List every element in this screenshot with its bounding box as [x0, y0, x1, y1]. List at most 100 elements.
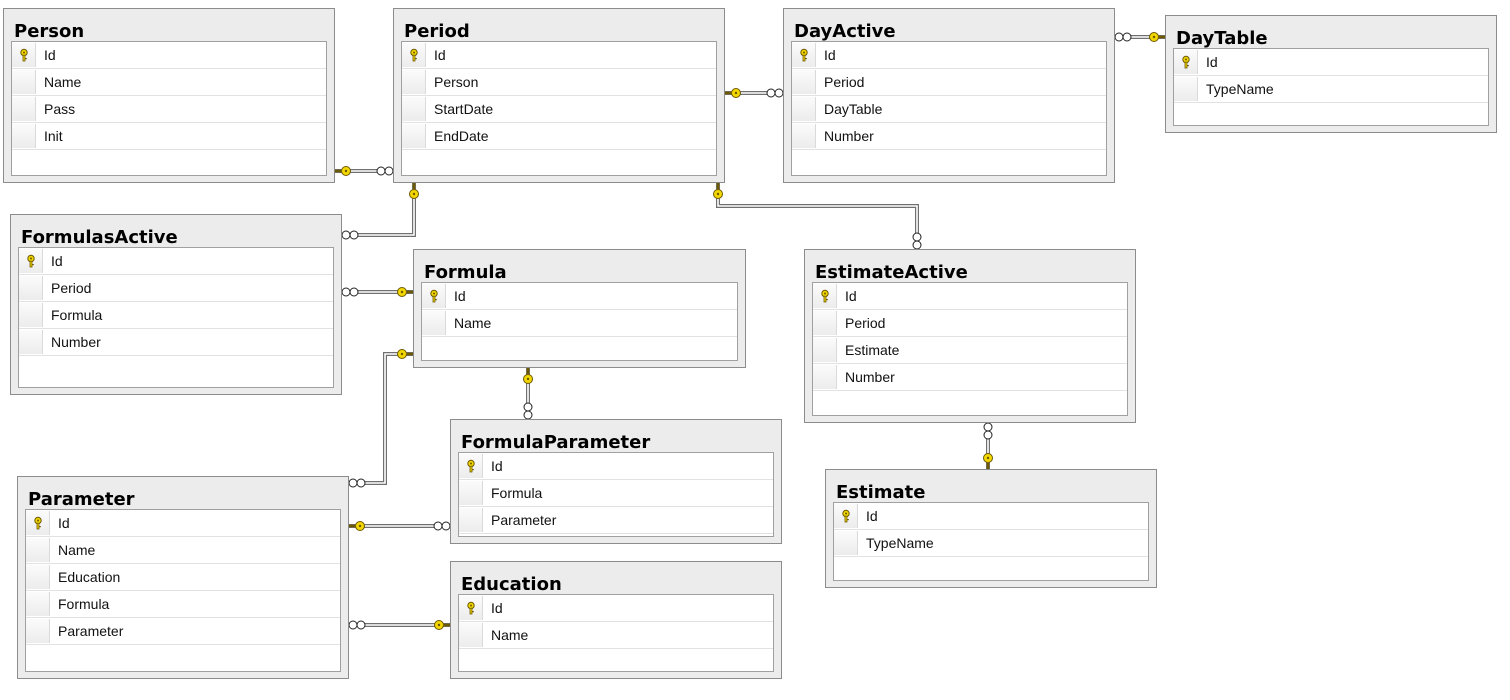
- column-row[interactable]: Name: [422, 310, 737, 337]
- row-selector[interactable]: [459, 623, 483, 647]
- column-row[interactable]: Period: [19, 275, 333, 302]
- row-selector[interactable]: [26, 511, 50, 535]
- column-name: Id: [1206, 54, 1218, 70]
- column-row[interactable]: Id: [834, 503, 1148, 530]
- many-end-infinity-icon: [912, 232, 922, 250]
- column-name: Formula: [491, 485, 543, 501]
- row-selector[interactable]: [792, 43, 816, 67]
- column-name: Formula: [51, 307, 103, 323]
- column-row[interactable]: Id: [459, 595, 773, 622]
- column-row[interactable]: TypeName: [1174, 76, 1488, 103]
- row-selector[interactable]: [402, 43, 426, 67]
- row-selector[interactable]: [792, 97, 816, 121]
- row-selector[interactable]: [19, 249, 43, 273]
- row-selector[interactable]: [422, 311, 446, 335]
- row-selector[interactable]: [26, 619, 50, 643]
- column-name: Number: [51, 334, 101, 350]
- column-row[interactable]: Formula: [26, 591, 340, 618]
- one-end-key-icon: [349, 521, 365, 531]
- column-row[interactable]: Id: [19, 248, 333, 275]
- column-row[interactable]: EndDate: [402, 123, 716, 150]
- row-selector[interactable]: [402, 124, 426, 148]
- column-name: Estimate: [845, 342, 900, 358]
- column-row[interactable]: Id: [422, 283, 737, 310]
- column-row[interactable]: Id: [792, 42, 1106, 69]
- column-name: Id: [434, 47, 446, 63]
- column-row[interactable]: DayTable: [792, 96, 1106, 123]
- column-row[interactable]: Id: [813, 283, 1127, 310]
- one-end-key-icon: [409, 183, 419, 199]
- column-row[interactable]: Id: [459, 453, 773, 480]
- column-row[interactable]: Name: [26, 537, 340, 564]
- column-row[interactable]: Init: [12, 123, 326, 150]
- column-row[interactable]: Period: [813, 310, 1127, 337]
- row-selector[interactable]: [1174, 50, 1198, 74]
- column-row[interactable]: Parameter: [459, 507, 773, 534]
- row-selector[interactable]: [12, 97, 36, 121]
- column-row[interactable]: Id: [402, 42, 716, 69]
- row-selector[interactable]: [834, 531, 858, 555]
- row-selector[interactable]: [459, 508, 483, 532]
- column-row[interactable]: Person: [402, 69, 716, 96]
- row-selector[interactable]: [19, 276, 43, 300]
- row-selector[interactable]: [792, 124, 816, 148]
- row-selector[interactable]: [792, 70, 816, 94]
- row-selector[interactable]: [813, 365, 837, 389]
- column-row[interactable]: Id: [12, 42, 326, 69]
- row-selector[interactable]: [459, 481, 483, 505]
- column-row[interactable]: StartDate: [402, 96, 716, 123]
- column-row[interactable]: Number: [813, 364, 1127, 391]
- column-row[interactable]: Name: [12, 69, 326, 96]
- column-row[interactable]: Id: [26, 510, 340, 537]
- relationship-formulaparameter-formula: [523, 368, 533, 420]
- table-title: EstimateActive: [815, 262, 968, 283]
- row-selector[interactable]: [26, 565, 50, 589]
- row-selector[interactable]: [19, 330, 43, 354]
- row-selector[interactable]: [834, 504, 858, 528]
- row-selector[interactable]: [12, 43, 36, 67]
- row-selector[interactable]: [26, 592, 50, 616]
- column-name: Id: [824, 47, 836, 63]
- column-row[interactable]: Parameter: [26, 618, 340, 645]
- relationship-formulaparameter-parameter: [349, 521, 451, 531]
- row-selector[interactable]: [459, 596, 483, 620]
- row-selector[interactable]: [422, 284, 446, 308]
- column-row[interactable]: Formula: [459, 480, 773, 507]
- row-selector[interactable]: [813, 311, 837, 335]
- row-selector[interactable]: [813, 284, 837, 308]
- row-selector[interactable]: [19, 303, 43, 327]
- row-selector[interactable]: [459, 454, 483, 478]
- column-name: Person: [434, 74, 479, 90]
- row-selector[interactable]: [12, 124, 36, 148]
- column-row[interactable]: Education: [26, 564, 340, 591]
- column-row[interactable]: TypeName: [834, 530, 1148, 557]
- column-row[interactable]: Number: [792, 123, 1106, 150]
- table-title: Parameter: [28, 489, 135, 510]
- column-row[interactable]: Estimate: [813, 337, 1127, 364]
- column-row[interactable]: Period: [792, 69, 1106, 96]
- column-row[interactable]: Pass: [12, 96, 326, 123]
- column-row[interactable]: Id: [1174, 49, 1488, 76]
- column-row[interactable]: Formula: [19, 302, 333, 329]
- row-selector[interactable]: [1174, 77, 1198, 101]
- row-selector[interactable]: [26, 538, 50, 562]
- row-selector[interactable]: [402, 97, 426, 121]
- column-row[interactable]: Number: [19, 329, 333, 356]
- row-selector[interactable]: [402, 70, 426, 94]
- column-name: Id: [44, 47, 56, 63]
- column-row[interactable]: Name: [459, 622, 773, 649]
- row-selector[interactable]: [813, 338, 837, 362]
- row-selector[interactable]: [12, 70, 36, 94]
